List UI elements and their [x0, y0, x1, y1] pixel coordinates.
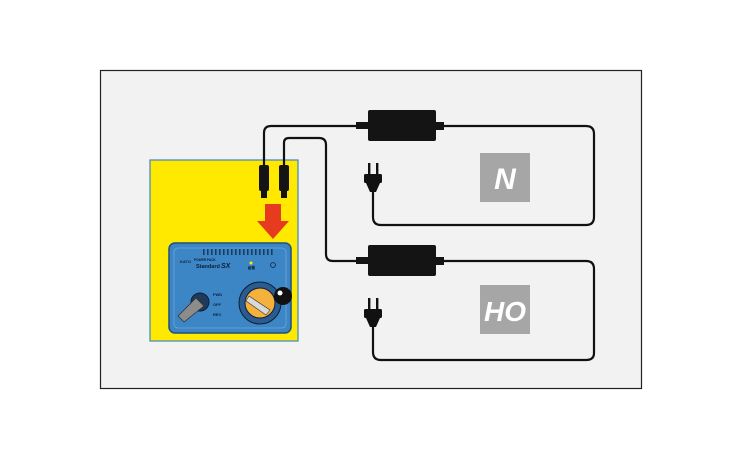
control-label-fwd: FWD [213, 292, 222, 297]
scale-box-n: N [480, 153, 530, 202]
scale-label-ho: HO [484, 296, 526, 327]
control-label-rev: REV [213, 312, 222, 317]
device-model-name: Standard [196, 264, 220, 270]
knob-highlight-icon [277, 290, 283, 296]
wall-plug-upper [364, 163, 382, 192]
insert-arrow-icon [257, 204, 289, 239]
cable-upper-loop [371, 124, 596, 227]
scale-box-ho: HO [480, 285, 530, 334]
knob-cap-icon [274, 287, 292, 305]
ac-adapter-lower [356, 245, 444, 276]
wall-plug-lower [364, 298, 382, 327]
cable-lower-loop [371, 259, 596, 362]
device-brand: KATO [180, 259, 191, 264]
device-model-line: POWER PACK [194, 258, 216, 262]
control-label-off: OFF [213, 302, 222, 307]
direction-lever-icon [177, 297, 205, 323]
scale-label-n: N [494, 163, 517, 196]
dc-plug-right [279, 165, 289, 198]
dc-plug-left [259, 165, 269, 198]
small-knob-icon [270, 262, 276, 268]
ac-adapter-upper [356, 110, 444, 141]
vent-slots [203, 249, 273, 255]
power-pack: KATO POWER PACK Standard SX 給電 FWD OFF R… [168, 242, 292, 334]
cables [262, 124, 596, 362]
cable-upper-input [262, 124, 369, 166]
speed-dial-pointer-icon [245, 295, 271, 316]
device-small-label: 給電 [248, 265, 255, 270]
device-model-suffix: SX [221, 263, 232, 270]
cable-lower-input [282, 136, 369, 263]
indicator-light [249, 261, 253, 265]
